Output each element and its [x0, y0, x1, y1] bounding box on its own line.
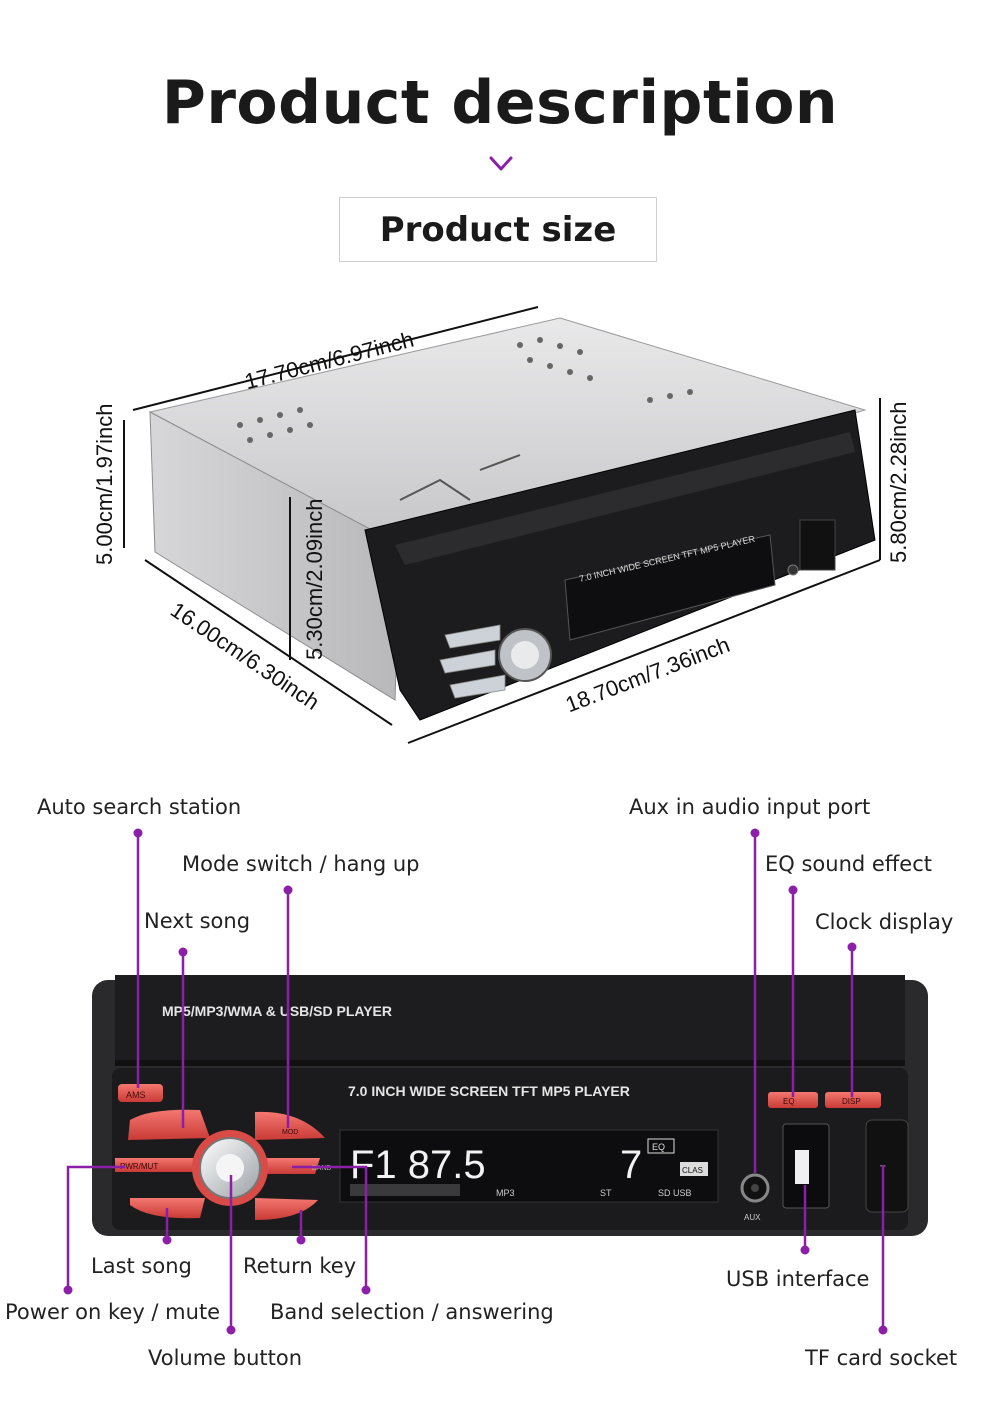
callout-volume: Volume button [148, 1346, 303, 1370]
front-panel [364, 409, 876, 721]
lcd-mp3: MP3 [496, 1188, 515, 1198]
mod-button-label: MOD [282, 1129, 298, 1136]
callout-band: Band selection / answering [270, 1300, 554, 1324]
ams-button-label: AMS [126, 1090, 146, 1100]
callout-tf-card: TF card socket [805, 1346, 958, 1370]
product-size-illustration: 7.0 INCH WIDE SCREEN TFT MP5 PLAYER [123, 306, 881, 744]
callout-usb: USB interface [726, 1267, 870, 1291]
front-screen [564, 534, 776, 641]
callout-eq-sound: EQ sound effect [765, 852, 932, 876]
callout-last-song: Last song [91, 1254, 192, 1278]
chassis-side [149, 411, 401, 701]
top-panel-label: MP5/MP3/WMA & USB/SD PLAYER [162, 1003, 392, 1019]
aux-label: AUX [744, 1213, 761, 1222]
screen-title-label: 7.0 INCH WIDE SCREEN TFT MP5 PLAYER [348, 1083, 630, 1099]
callout-auto-search: Auto search station [37, 795, 242, 819]
band-button-label: BAND [312, 1165, 331, 1172]
device-top-flap [115, 975, 905, 1063]
pwr-button-label: PWR/MUT [120, 1162, 158, 1171]
chevron-down-icon [489, 156, 513, 171]
lcd-st: ST [600, 1188, 612, 1198]
eq-button-label: EQ [783, 1097, 795, 1106]
callout-aux-in: Aux in audio input port [629, 795, 871, 819]
lcd-sd-usb: SD USB [658, 1188, 692, 1198]
disp-button-label: DISP [842, 1097, 861, 1106]
lcd-clas-tag: CLAS [682, 1166, 703, 1175]
tf-socket [865, 1119, 909, 1213]
lcd-frequency: F1 87.5 [350, 1143, 486, 1187]
callout-power: Power on key / mute [5, 1300, 221, 1324]
lcd-eq-tag: EQ [652, 1142, 665, 1152]
callout-next-song: Next song [144, 909, 251, 933]
callout-clock: Clock display [815, 910, 954, 934]
page-title: Product description [161, 68, 839, 138]
section-heading-product-size: Product size [339, 197, 657, 262]
callout-return-key: Return key [243, 1254, 357, 1278]
lcd-channel: 7 [620, 1143, 642, 1187]
callout-mode-switch: Mode switch / hang up [182, 852, 420, 876]
front-panel-illustration: MP5/MP3/WMA & USB/SD PLAYER 7.0 INCH WID… [92, 975, 928, 1236]
